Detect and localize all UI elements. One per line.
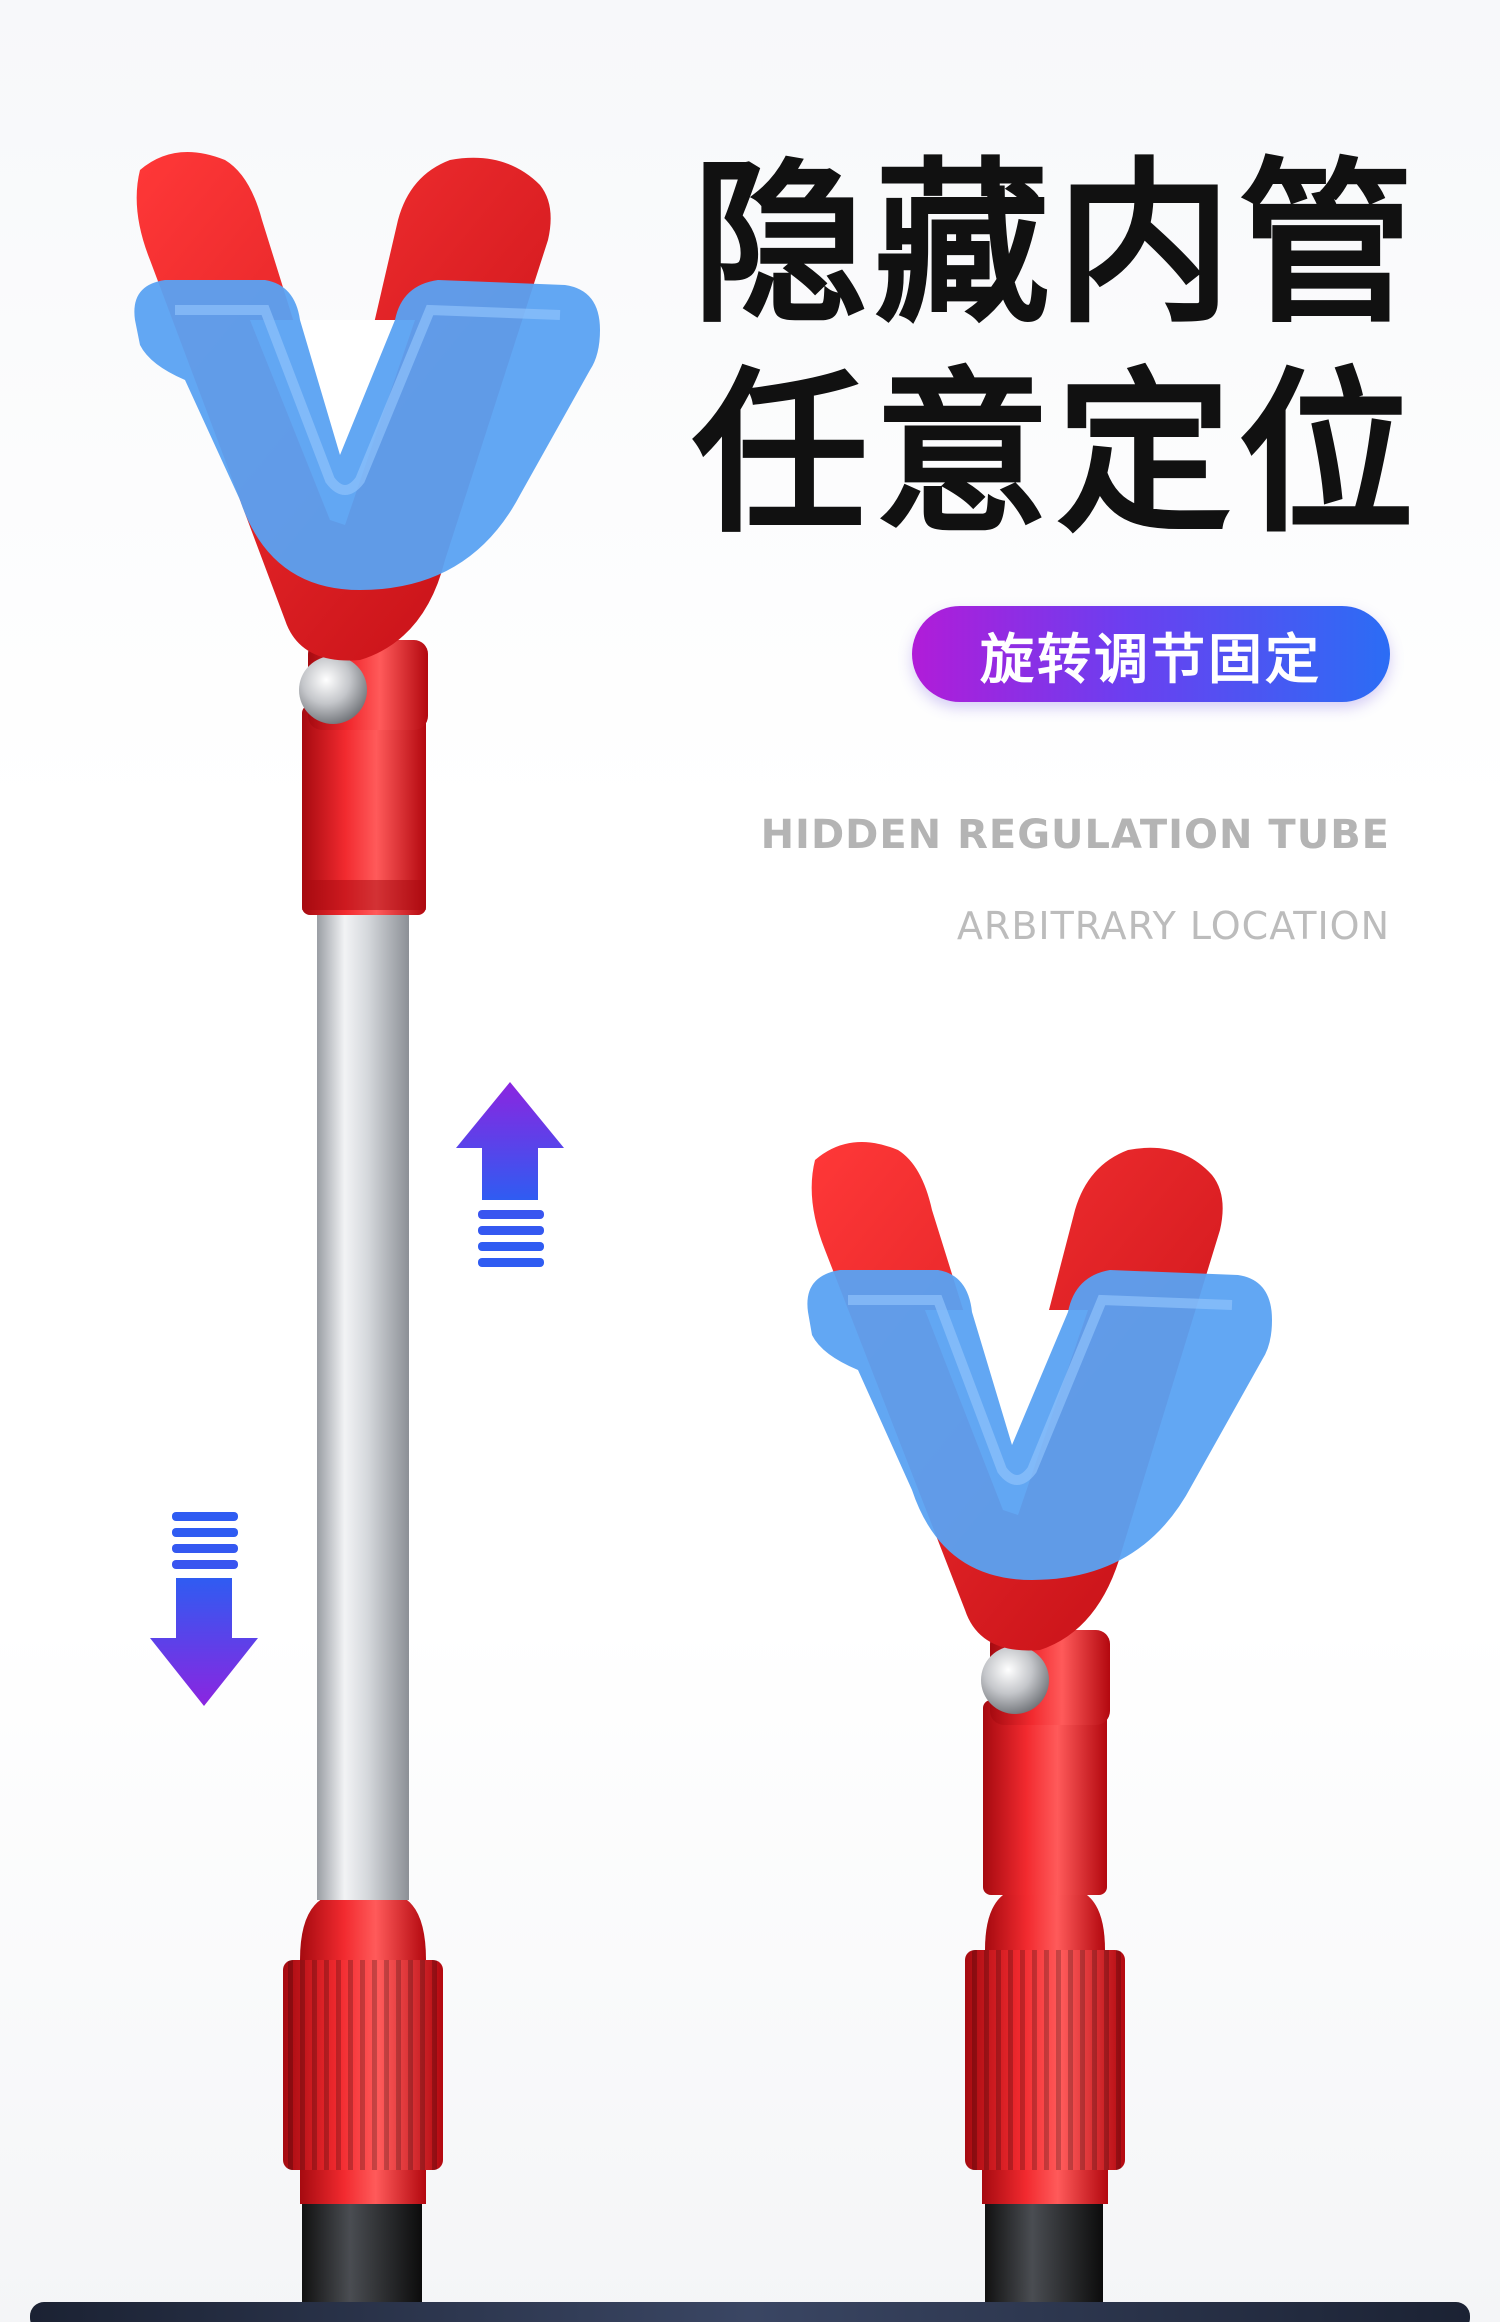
blue-pad-2 <box>807 1270 1272 1580</box>
headline-line-1: 隐藏内管 <box>691 142 1420 347</box>
english-subtitle-2: ARBITRARY LOCATION <box>956 904 1390 948</box>
english-subtitle-1: HIDDEN REGULATION TUBE <box>760 812 1390 858</box>
silver-tube <box>317 905 409 1900</box>
down-arrow-icon <box>150 1512 258 1706</box>
up-arrow-icon <box>456 1082 564 1267</box>
blue-pad <box>134 280 600 590</box>
short-rod-holder <box>807 1142 1272 2322</box>
upper-sleeve <box>302 705 426 915</box>
feature-badge: 旋转调节固定 <box>912 606 1390 702</box>
headline-line-2: 任意定位 <box>691 352 1420 557</box>
bolt <box>299 656 367 724</box>
tall-rod-holder <box>134 152 600 2322</box>
feature-badge-label: 旋转调节固定 <box>980 627 1322 691</box>
upper-sleeve-2 <box>983 1700 1107 1895</box>
floor-strip <box>30 2302 1470 2322</box>
black-rod-2 <box>985 2200 1103 2322</box>
lower-collar <box>300 1895 426 1960</box>
black-rod <box>302 2200 422 2322</box>
bolt-2 <box>981 1646 1049 1714</box>
headline: 隐藏内管 任意定位 <box>660 140 1420 560</box>
